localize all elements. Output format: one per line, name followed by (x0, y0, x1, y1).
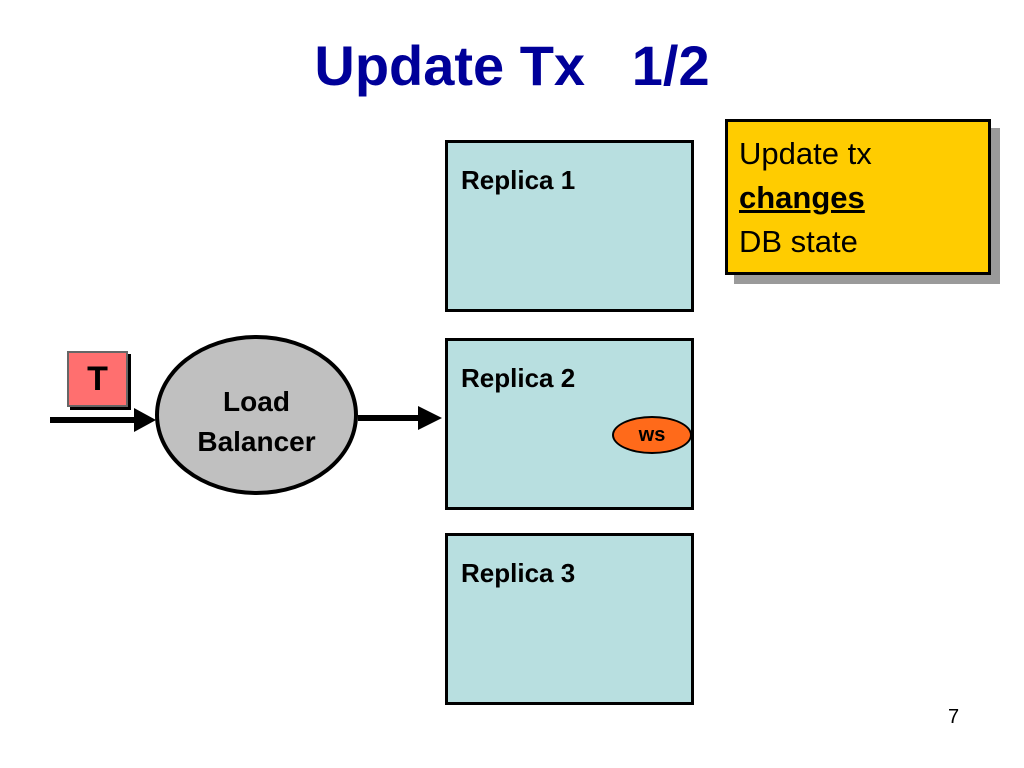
incoming-arrow (50, 408, 156, 432)
note-line-2: changes (739, 180, 865, 215)
page-number: 7 (948, 706, 960, 728)
replica-1-box: Replica 1 (445, 140, 694, 312)
load-balancer-line-2: Balancer (197, 426, 316, 457)
note-line-1: Update tx (739, 136, 872, 171)
load-balancer-node: Load Balancer (155, 335, 358, 495)
dispatch-arrow (358, 406, 442, 430)
replica-3-box: Replica 3 (445, 533, 694, 705)
replica-2-label: Replica 2 (461, 363, 576, 393)
load-balancer-label: Load Balancer (159, 382, 354, 462)
writeset-badge: ws (612, 416, 692, 454)
incoming-arrow-head (134, 408, 156, 432)
replica-3-label: Replica 3 (461, 558, 576, 588)
load-balancer-line-1: Load (223, 386, 290, 417)
note-line-3: DB state (739, 224, 858, 259)
slide-title: Update Tx 1/2 (314, 34, 710, 97)
callout-note: Update tx changes DB state (725, 119, 991, 275)
replica-1-label: Replica 1 (461, 165, 576, 195)
transaction-box: T (67, 351, 128, 407)
dispatch-arrow-head (418, 406, 442, 430)
